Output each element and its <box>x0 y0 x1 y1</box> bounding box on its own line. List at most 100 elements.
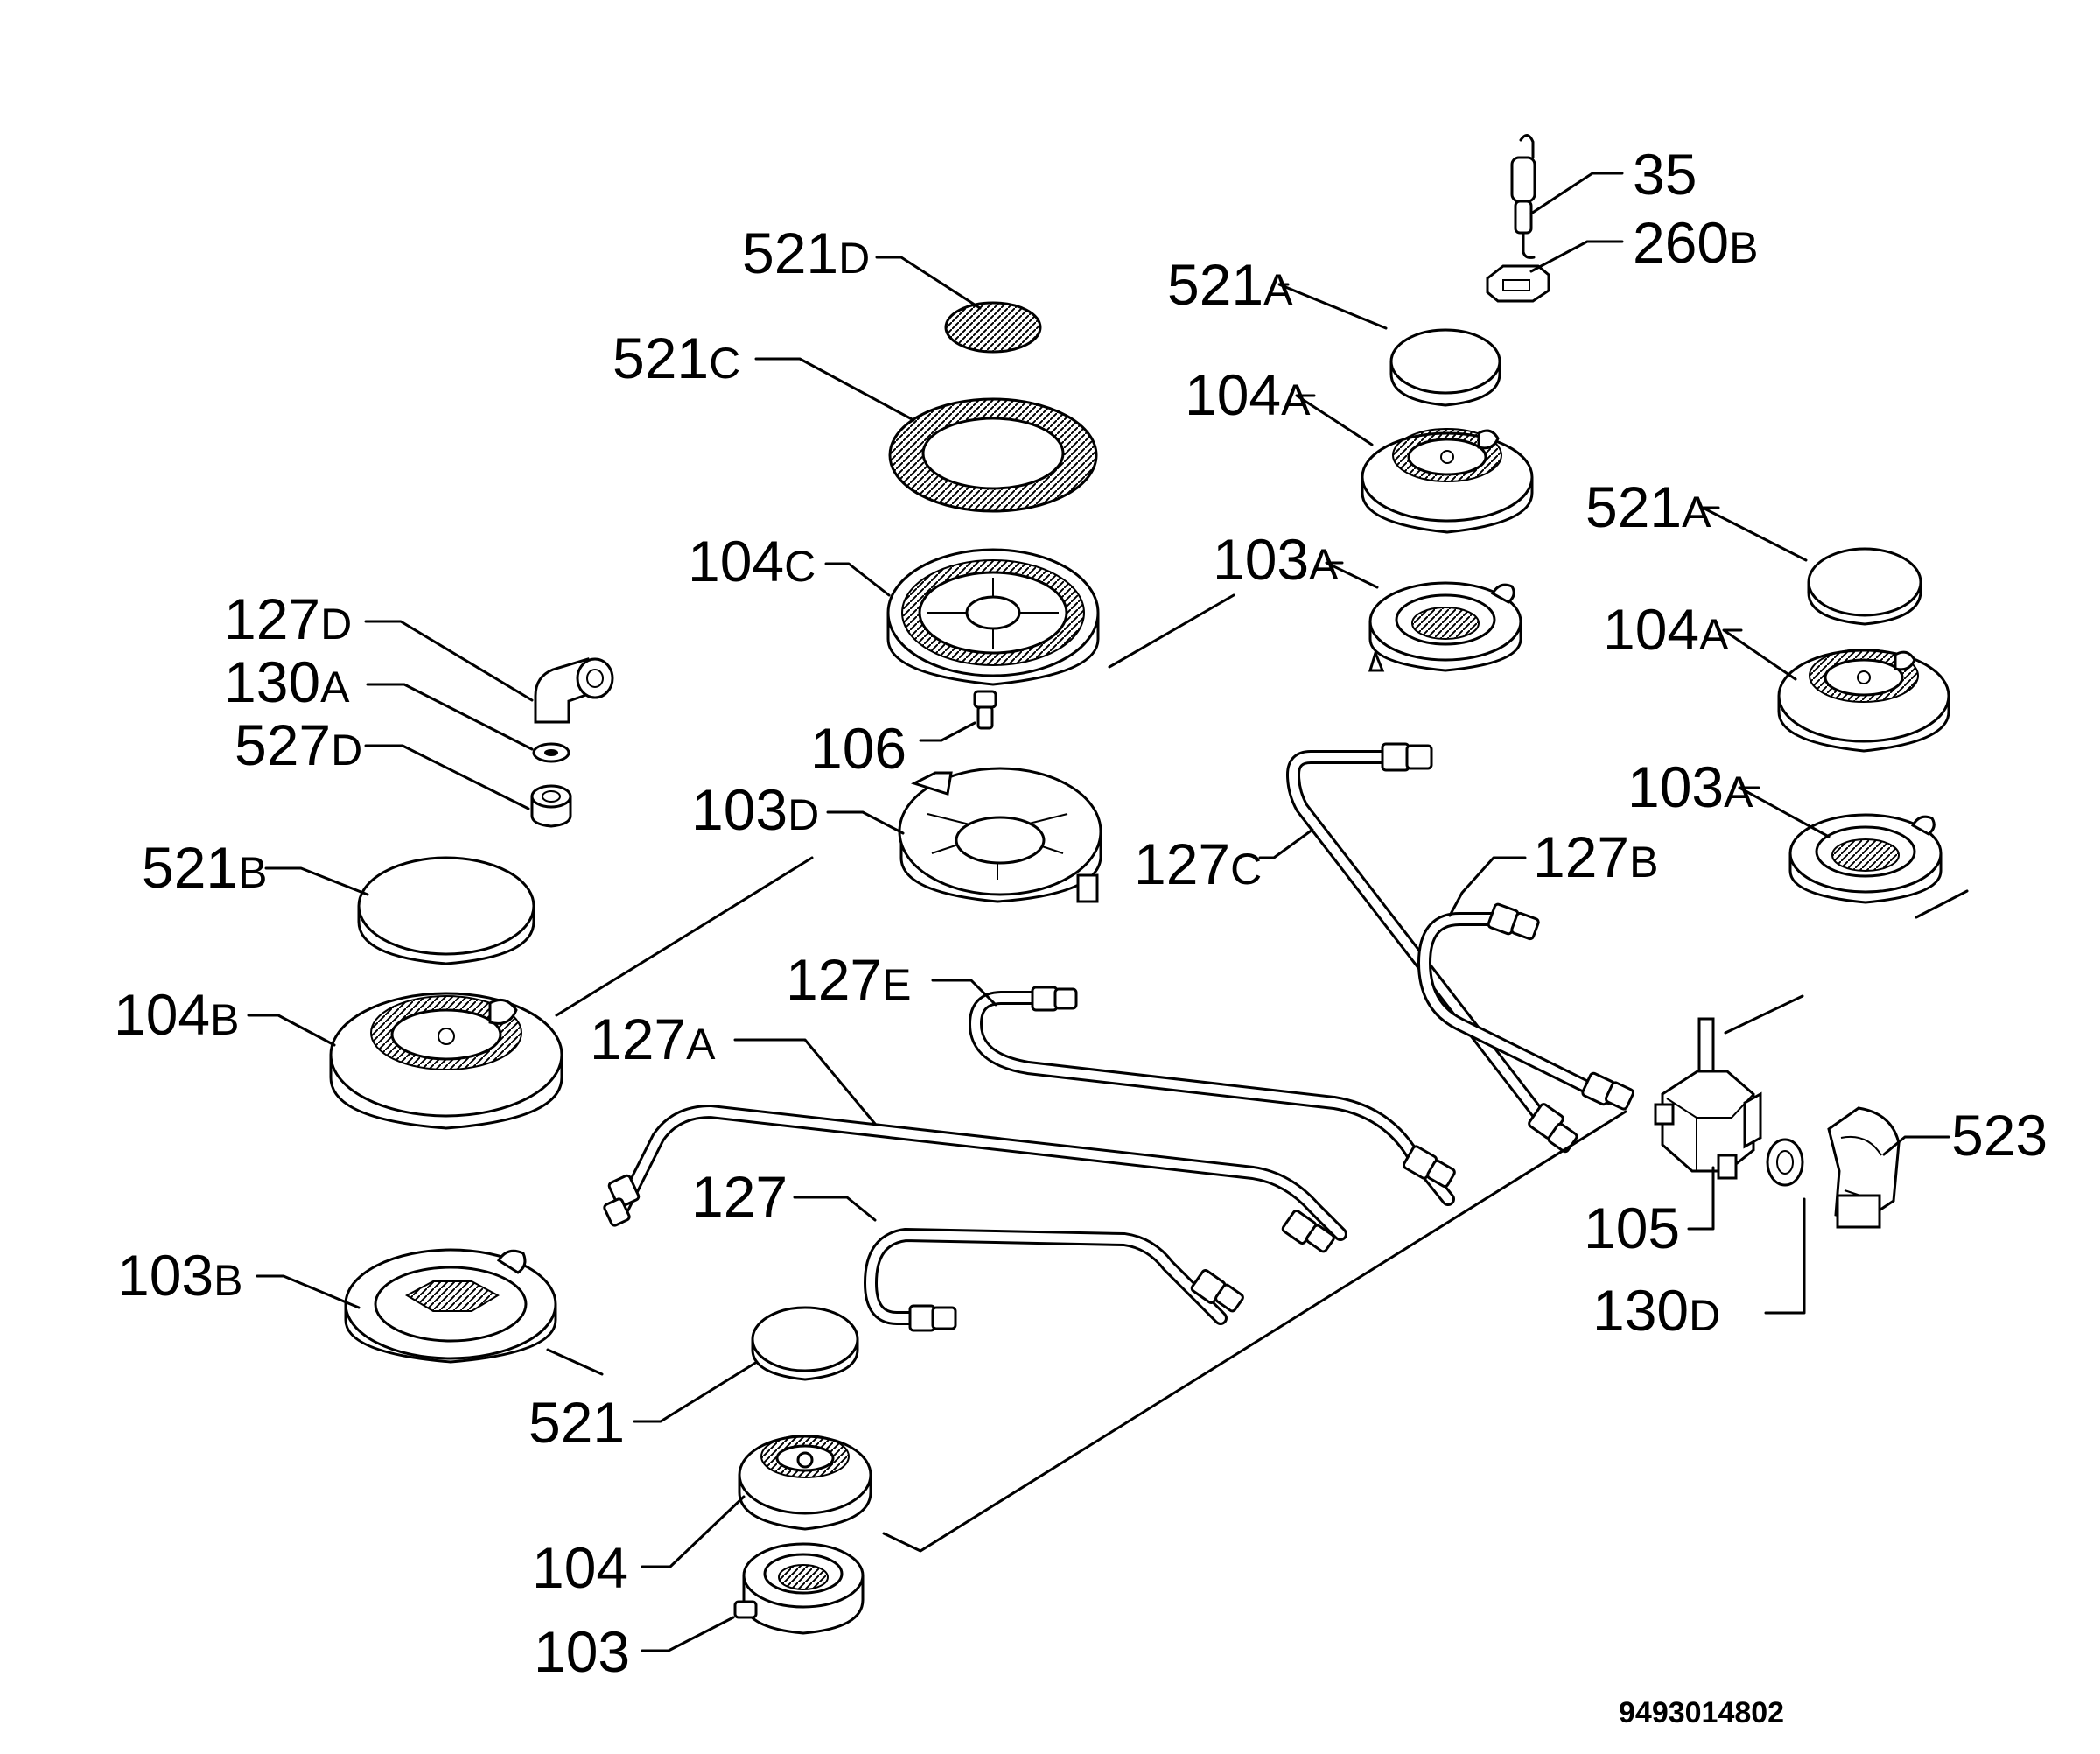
part-suffix: A <box>1699 610 1729 659</box>
part-number: 103 <box>1628 754 1724 819</box>
part-label-521: 521 <box>528 1390 625 1455</box>
part-suffix: A <box>320 663 350 712</box>
part-number: 523 <box>1951 1103 2048 1168</box>
part-suffix: D <box>788 790 819 839</box>
burner-cap-521d <box>944 301 1042 354</box>
part-suffix: C <box>1230 845 1262 894</box>
part-label-127: 127 <box>691 1164 788 1229</box>
burner-crown-104a-right <box>1777 649 1950 753</box>
part-number: 103 <box>534 1619 630 1684</box>
burner-base-103d <box>898 767 1102 903</box>
part-suffix: C <box>709 339 740 388</box>
part-label-523: 523 <box>1951 1103 2048 1168</box>
gas-tap-105 <box>1654 1017 1762 1180</box>
burner-crown-104c <box>886 548 1100 686</box>
burner-cap-521a-top <box>1390 328 1502 407</box>
part-number: 130 <box>1592 1278 1689 1343</box>
part-number: 127 <box>1533 824 1629 889</box>
part-suffix: B <box>210 995 239 1044</box>
part-suffix: A <box>1309 540 1339 589</box>
part-suffix: A <box>1264 265 1293 314</box>
part-label-35: 35 <box>1633 142 1697 207</box>
part-number: 127 <box>224 586 320 651</box>
part-suffix: D <box>331 726 362 775</box>
part-number: 103 <box>1213 527 1309 592</box>
part-suffix: D <box>1689 1291 1720 1340</box>
part-label-103a-1: 103A <box>1213 527 1339 592</box>
part-number: 105 <box>1584 1196 1680 1260</box>
part-number: 127 <box>691 1164 788 1229</box>
part-suffix: B <box>1629 838 1658 887</box>
part-label-104b: 104B <box>114 982 239 1047</box>
part-label-127c: 127C <box>1134 831 1262 896</box>
part-number: 103 <box>691 777 788 842</box>
part-label-130a: 130A <box>224 649 350 714</box>
part-suffix: B <box>214 1256 242 1305</box>
part-label-127b: 127B <box>1533 824 1658 889</box>
part-number: 521 <box>528 1390 625 1455</box>
burner-cap-521a-right <box>1807 547 1922 626</box>
part-label-104a-1: 104A <box>1185 362 1311 427</box>
drawing-code: 9493014802 <box>1619 1696 1784 1729</box>
part-number: 106 <box>810 716 906 781</box>
part-label-106: 106 <box>810 716 906 781</box>
part-number: 521 <box>142 835 238 900</box>
part-suffix: B <box>238 848 267 897</box>
part-label-521d: 521D <box>742 221 870 285</box>
part-number: 521 <box>1586 474 1682 539</box>
part-label-260b: 260B <box>1633 210 1758 275</box>
part-suffix: A <box>686 1020 716 1069</box>
injector-part <box>973 690 998 730</box>
part-number: 260 <box>1633 210 1729 275</box>
gas-pipe-127a <box>603 1105 1348 1253</box>
part-label-127e: 127E <box>786 947 911 1012</box>
part-number: 521 <box>612 326 709 390</box>
part-label-127d: 127D <box>224 586 352 651</box>
part-suffix: B <box>1729 223 1758 272</box>
burner-base-103a-right <box>1788 813 1942 904</box>
burner-cap-521b <box>357 856 536 965</box>
nut-527d <box>530 784 572 828</box>
assembly-axis-lines <box>546 593 1969 1553</box>
part-number: 104 <box>1185 362 1281 427</box>
tap-clip-523 <box>1827 1106 1900 1229</box>
part-label-521b: 521B <box>142 835 267 900</box>
part-label-105: 105 <box>1584 1196 1680 1260</box>
part-number: 127 <box>786 947 882 1012</box>
part-number: 104 <box>114 982 210 1047</box>
part-label-104a-2: 104A <box>1603 597 1729 662</box>
part-suffix: A <box>1682 488 1712 537</box>
part-number: 130 <box>224 649 320 714</box>
part-label-127a: 127A <box>590 1007 716 1071</box>
leader-lines <box>247 172 1950 1652</box>
burner-base-103 <box>733 1542 864 1635</box>
gas-pipe-127b <box>1418 902 1635 1111</box>
burner-cap-521 <box>751 1306 859 1381</box>
washer-130a <box>532 742 570 763</box>
seal-ring-130d <box>1766 1138 1804 1187</box>
part-number: 35 <box>1633 142 1697 207</box>
part-label-103a-2: 103A <box>1628 754 1754 819</box>
part-suffix: A <box>1724 768 1754 817</box>
burner-base-103a-top <box>1368 581 1522 672</box>
part-suffix: E <box>882 960 911 1009</box>
part-label-103: 103 <box>534 1619 630 1684</box>
part-label-130d: 130D <box>1592 1278 1720 1343</box>
part-label-521a-1: 521A <box>1167 252 1293 317</box>
part-number: 104 <box>1603 597 1699 662</box>
part-number: 527 <box>234 712 331 777</box>
part-label-103b: 103B <box>117 1243 242 1308</box>
part-label-104: 104 <box>532 1535 628 1600</box>
part-number: 127 <box>590 1007 686 1071</box>
part-label-527d: 527D <box>234 712 362 777</box>
elbow-connector-127d <box>534 657 614 724</box>
part-number: 103 <box>117 1243 214 1308</box>
part-suffix: D <box>838 234 870 283</box>
burner-crown-104 <box>738 1435 872 1531</box>
part-suffix: C <box>784 542 816 591</box>
part-label-521c: 521C <box>612 326 740 390</box>
spark-electrode-part <box>1510 134 1536 259</box>
part-label-103d: 103D <box>691 777 819 842</box>
